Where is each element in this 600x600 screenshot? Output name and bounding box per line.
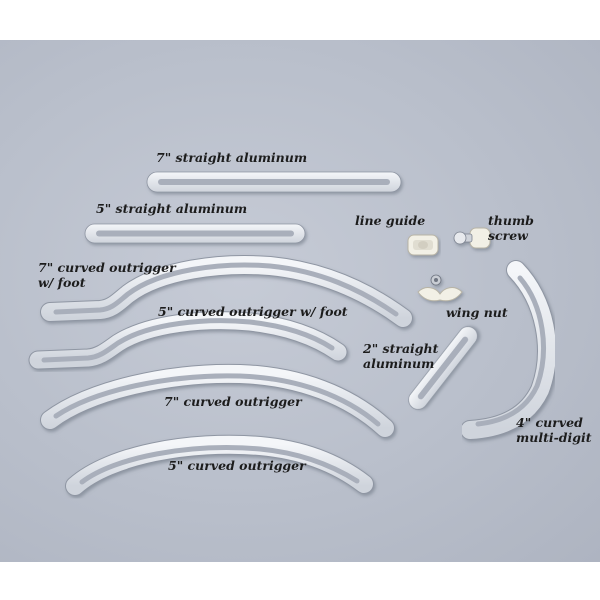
label-curved-4in-line2: multi-digit: [516, 430, 592, 445]
label-curved-7in-with-foot-line1: 7" curved outrigger: [38, 260, 176, 275]
label-wing-nut: wing nut: [446, 305, 508, 320]
label-thumb-screw-line1: thumb: [488, 213, 534, 228]
label-curved-7in-with-foot-line2: w/ foot: [38, 275, 86, 290]
label-straight-7in: 7" straight aluminum: [156, 150, 308, 165]
line-guide-part: [407, 234, 439, 256]
label-curved-4in-line1: 4" curved: [516, 415, 583, 430]
label-curved-5in-with-foot: 5" curved outrigger w/ foot: [158, 304, 348, 319]
label-straight-5in: 5" straight aluminum: [96, 201, 248, 216]
label-straight-2in: 2" straight aluminum: [363, 341, 438, 371]
straight-2in-bar: [408, 326, 478, 410]
curved-7in-outrigger: [40, 363, 395, 438]
straight-7in-bar: [146, 171, 402, 193]
label-curved-4in: 4" curved multi-digit: [516, 415, 592, 445]
wing-nut-part: [417, 274, 463, 302]
curved-5in-outrigger: [65, 434, 374, 496]
curved-5in-outrigger-with-foot: [28, 311, 348, 370]
label-curved-5in: 5" curved outrigger: [168, 458, 306, 473]
product-photo: 7" straight aluminum 5" straight aluminu…: [0, 40, 600, 562]
curved-4in-multi-digit: [460, 260, 557, 440]
label-thumb-screw-line2: screw: [488, 228, 528, 243]
thumb-screw-part: [453, 227, 491, 249]
label-line-guide: line guide: [355, 213, 426, 228]
label-thumb-screw: thumb screw: [488, 213, 534, 243]
label-straight-2in-line2: aluminum: [363, 356, 435, 371]
label-straight-2in-line1: 2" straight: [363, 341, 439, 356]
splint-parts-illustration: [28, 171, 557, 496]
label-curved-7in-with-foot: 7" curved outrigger w/ foot: [38, 260, 176, 290]
curved-7in-outrigger-with-foot: [40, 255, 413, 328]
label-curved-7in: 7" curved outrigger: [164, 394, 302, 409]
straight-5in-bar: [84, 223, 306, 244]
